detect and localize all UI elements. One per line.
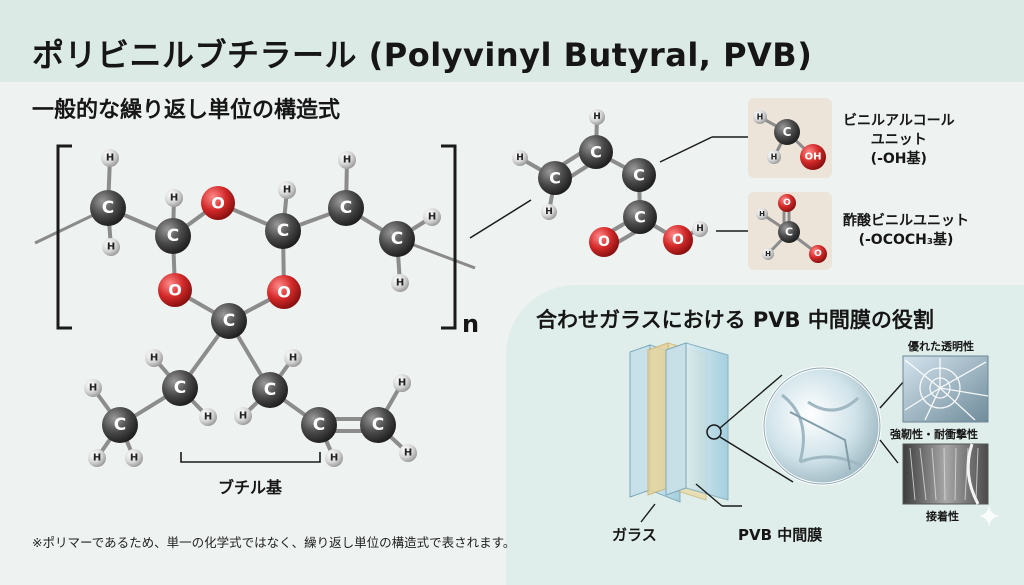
- laminated-glass-title: 合わせガラスにおける PVB 中間膜の役割: [536, 308, 934, 332]
- vinyl-alcohol-label: ビニルアルコール ユニット (-OH基): [843, 113, 955, 167]
- svg-text:H: H: [765, 250, 771, 258]
- svg-text:H: H: [404, 448, 412, 459]
- svg-text:H: H: [757, 113, 764, 122]
- svg-text:H: H: [283, 185, 291, 196]
- vinyl-alcohol-model: H H C OH: [753, 110, 826, 170]
- svg-text:O: O: [814, 249, 822, 259]
- svg-text:C: C: [783, 125, 792, 139]
- svg-text:C: C: [340, 198, 352, 218]
- svg-text:O: O: [168, 281, 182, 300]
- side-atoms: C C C C O O: [538, 135, 693, 257]
- inset-pointers: [659, 136, 748, 232]
- vinyl-acetate-model: H H O C O: [756, 194, 827, 263]
- svg-text:C: C: [549, 169, 561, 188]
- svg-text:C: C: [264, 380, 276, 400]
- sparkle-icon: [978, 505, 1000, 527]
- svg-text:O: O: [598, 234, 610, 250]
- svg-text:C: C: [277, 221, 289, 241]
- svg-text:C: C: [391, 229, 403, 249]
- glass-label-pointers: [640, 483, 742, 523]
- svg-text:H: H: [696, 224, 704, 234]
- svg-text:H: H: [106, 153, 114, 164]
- butyl-bracket: [180, 452, 321, 463]
- main-hydrogens: H H H H H H H H H H H H H H H H H: [84, 149, 441, 467]
- svg-text:H: H: [330, 453, 338, 464]
- connector-line: [469, 199, 532, 239]
- svg-text:C: C: [223, 311, 235, 331]
- svg-text:H: H: [89, 383, 97, 394]
- svg-text:H: H: [759, 210, 765, 218]
- property-toughness: 強靭性・耐衝撃性: [890, 428, 978, 441]
- svg-text:H: H: [289, 353, 297, 364]
- svg-text:C: C: [634, 208, 646, 227]
- svg-text:C: C: [114, 415, 126, 435]
- svg-text:H: H: [428, 212, 436, 223]
- property-adhesion: 接着性: [926, 510, 959, 523]
- svg-text:H: H: [771, 153, 778, 162]
- side-hydrogens: H H H H: [512, 109, 708, 237]
- vinyl-acetate-label: 酢酸ビニルユニット (-OCOCH₃基): [843, 213, 969, 248]
- repeat-brackets: [56, 144, 457, 330]
- property-transparency: 優れた透明性: [908, 340, 974, 353]
- svg-text:H: H: [107, 242, 115, 253]
- svg-text:O: O: [211, 194, 225, 213]
- svg-text:C: C: [633, 166, 645, 185]
- pvb-interlayer-label: PVB 中間膜: [738, 526, 823, 544]
- structure-subtitle: 一般的な繰り返し単位の構造式: [32, 98, 341, 123]
- svg-text:O: O: [783, 198, 791, 208]
- svg-text:H: H: [239, 411, 247, 422]
- svg-text:OH: OH: [805, 152, 822, 163]
- svg-text:H: H: [516, 153, 524, 163]
- svg-text:H: H: [398, 378, 406, 389]
- title-band: [0, 0, 1024, 82]
- svg-text:C: C: [313, 415, 325, 435]
- svg-text:C: C: [372, 415, 384, 435]
- svg-text:H: H: [396, 278, 404, 289]
- main-atoms: C C C C C C C C C C C O O O: [90, 186, 415, 443]
- adhesion-thumbnail: [902, 443, 989, 505]
- svg-text:C: C: [102, 198, 114, 218]
- svg-text:H: H: [93, 453, 101, 464]
- repeat-subscript-n: n: [462, 310, 480, 338]
- footnote: ※ポリマーであるため、単一の化学式ではなく、繰り返し単位の構造式で表されます。: [32, 535, 516, 550]
- zoom-lens: [706, 366, 906, 486]
- svg-text:O: O: [672, 232, 684, 248]
- page-title: ポリビニルブチラール (Polyvinyl Butyral, PVB): [32, 36, 813, 74]
- svg-text:H: H: [130, 453, 138, 464]
- laminated-glass-illustration: [629, 342, 729, 503]
- structure-diagram: H H H H H H H H H H H H H H H H H C C C …: [34, 109, 989, 523]
- svg-text:H: H: [204, 412, 212, 423]
- svg-text:C: C: [785, 226, 793, 239]
- svg-text:H: H: [150, 353, 158, 364]
- svg-text:O: O: [277, 283, 291, 302]
- svg-text:H: H: [593, 112, 601, 122]
- butyl-label: ブチル基: [218, 478, 283, 497]
- svg-text:H: H: [545, 207, 553, 217]
- svg-text:C: C: [590, 143, 602, 162]
- svg-text:H: H: [170, 193, 178, 204]
- glass-label: ガラス: [612, 526, 657, 544]
- cracked-glass-thumbnail: [902, 355, 989, 423]
- svg-text:H: H: [343, 155, 351, 166]
- svg-text:C: C: [167, 226, 179, 246]
- svg-text:C: C: [174, 378, 186, 398]
